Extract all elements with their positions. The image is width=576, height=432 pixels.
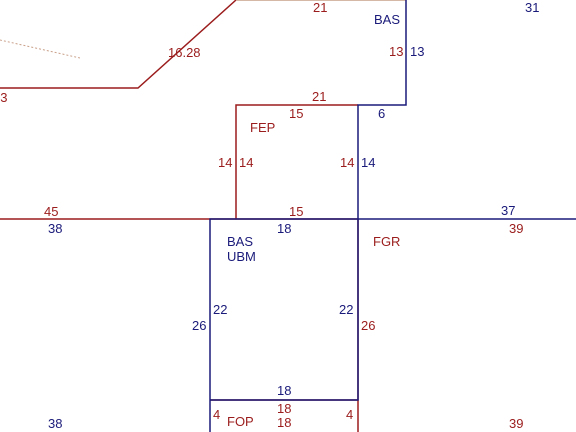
red-outline-top: [0, 0, 237, 89]
label-16-28: 16.28: [168, 45, 201, 60]
label-26-right: 26: [361, 318, 375, 333]
label-13-right: 13: [410, 44, 424, 59]
room-fop: FOP: [227, 414, 254, 429]
room-ubm: UBM: [227, 249, 256, 264]
label-top-21: 21: [313, 0, 327, 15]
label-14-c: 14: [340, 155, 354, 170]
bas-ubm-outline: [209, 218, 359, 432]
bas-top-outline: [357, 0, 407, 219]
label-33: 33: [0, 90, 7, 105]
label-18-fop-top: 18: [277, 401, 291, 416]
label-21-mid: 21: [312, 89, 326, 104]
label-22-left: 22: [213, 302, 227, 317]
label-14-b: 14: [239, 155, 253, 170]
fep-outline: [235, 104, 358, 219]
label-15-fep: 15: [289, 106, 303, 121]
label-39-top: 39: [509, 221, 523, 236]
label-4-left: 4: [213, 407, 220, 422]
label-38-bottom: 38: [48, 416, 62, 431]
label-18-top: 18: [277, 221, 291, 236]
label-15-mid: 15: [289, 204, 303, 219]
label-18-fop-bottom: 18: [277, 415, 291, 430]
label-37: 37: [501, 203, 515, 218]
label-45: 45: [44, 204, 58, 219]
label-39-bottom: 39: [509, 416, 523, 431]
label-38-top: 38: [48, 221, 62, 236]
label-6: 6: [378, 106, 385, 121]
label-18-bottom: 18: [277, 383, 291, 398]
room-bas: BAS: [227, 234, 253, 249]
label-22-right: 22: [339, 302, 353, 317]
room-fgr: FGR: [373, 234, 400, 249]
label-14-d: 14: [361, 155, 375, 170]
label-top-31: 31: [525, 0, 539, 15]
label-26-left: 26: [192, 318, 206, 333]
label-4-right: 4: [346, 407, 353, 422]
label-14-a: 14: [218, 155, 232, 170]
label-13-left: 13: [389, 44, 403, 59]
faint-dashed-line: [0, 39, 81, 59]
room-bas-top: BAS: [374, 12, 400, 27]
room-fep: FEP: [250, 120, 275, 135]
